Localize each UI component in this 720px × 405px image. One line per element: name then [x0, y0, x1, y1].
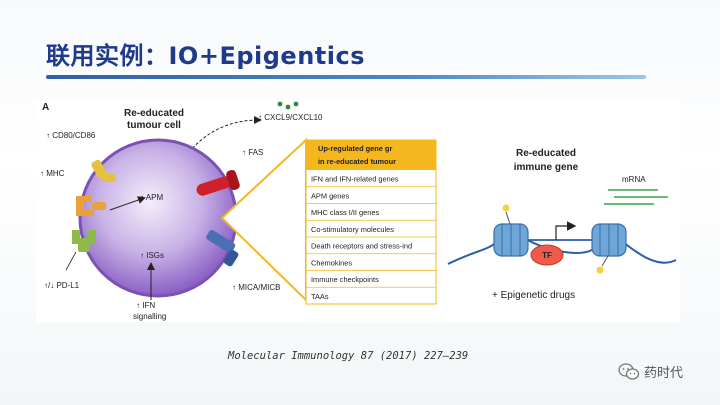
table-header-line2: in re-educated tumour [318, 157, 396, 166]
table-row: APM genes [311, 191, 350, 200]
mica-label: ↑ MICA/MICB [232, 283, 280, 292]
tf-label: TF [542, 251, 552, 260]
table-row: Co-stimulatory molecules [311, 225, 394, 234]
cell-title-line2: tumour cell [127, 120, 181, 131]
table-row: TAAs [311, 292, 329, 301]
figure-panel: A Re-educated tumour cell ↑ CXCL9/CXCL10… [36, 100, 680, 322]
chemokine-secretion-arrow [185, 116, 262, 157]
gene-table-header [306, 140, 436, 170]
cell-title-line1: Re-educated [124, 108, 184, 119]
mica-receptor [206, 229, 239, 267]
figure-svg: A Re-educated tumour cell ↑ CXCL9/CXCL10… [40, 101, 678, 321]
pdl1-label: ↑/↓ PD-L1 [44, 281, 80, 290]
table-row: Chemokines [311, 258, 352, 267]
dna-strand [447, 238, 677, 265]
nucleosome-right [591, 223, 627, 257]
chemokine-label: ↑ CXCL9/CXCL10 [258, 113, 323, 122]
watermark-text: 药时代 [644, 366, 684, 381]
mhc-apm-arrow [109, 196, 146, 211]
mhc-receptor [76, 196, 106, 216]
wechat-icon [618, 362, 640, 381]
mrna-label: mRNA [622, 175, 646, 184]
gene-panel-title2: immune gene [514, 162, 579, 173]
transcription-arrow [555, 221, 577, 240]
title-underline [46, 75, 646, 79]
cd80-receptor [91, 159, 116, 182]
gene-panel-title1: Re-educated [516, 148, 576, 159]
fas-receptor [196, 169, 240, 196]
ifn-label: ↑ IFN [136, 301, 155, 310]
table-row: Immune checkpoints [311, 275, 379, 284]
cd80-label: ↑ CD80/CD86 [46, 131, 96, 140]
gene-panel [438, 140, 678, 304]
citation: Molecular Immunology 87 (2017) 227–239 [228, 350, 469, 362]
zoom-callout [220, 137, 307, 303]
chemokine-dots [277, 101, 299, 110]
table-row: MHC class I/II genes [311, 208, 379, 217]
isgs-label: ↑ ISGs [140, 251, 164, 260]
nucleosome-left [493, 223, 529, 257]
table-row: IFN and IFN-related genes [311, 175, 399, 184]
mhc-label: ↑ MHC [40, 169, 65, 178]
pdl1-receptor [72, 230, 96, 252]
table-header-line1: Up-regulated gene gr [318, 144, 392, 153]
methyl-mark-right [596, 255, 609, 274]
apm-label: ↑ APM [140, 193, 163, 202]
epigenetic-drugs-label: + Epigenetic drugs [492, 290, 575, 301]
table-row: Death receptors and stress-ind [311, 242, 412, 251]
ifn-signalling-label: signalling [133, 312, 166, 321]
tumour-cell [78, 138, 238, 298]
mrna-strands [604, 189, 668, 205]
fas-label: ↑ FAS [242, 148, 263, 157]
pdl1-leader [65, 251, 77, 271]
tf-protein [530, 244, 564, 266]
slide-title: 联用实例：IO+Epigentics [46, 42, 365, 70]
methyl-mark-left [502, 204, 511, 225]
panel-label: A [42, 102, 49, 113]
watermark: 药时代 [618, 362, 683, 381]
